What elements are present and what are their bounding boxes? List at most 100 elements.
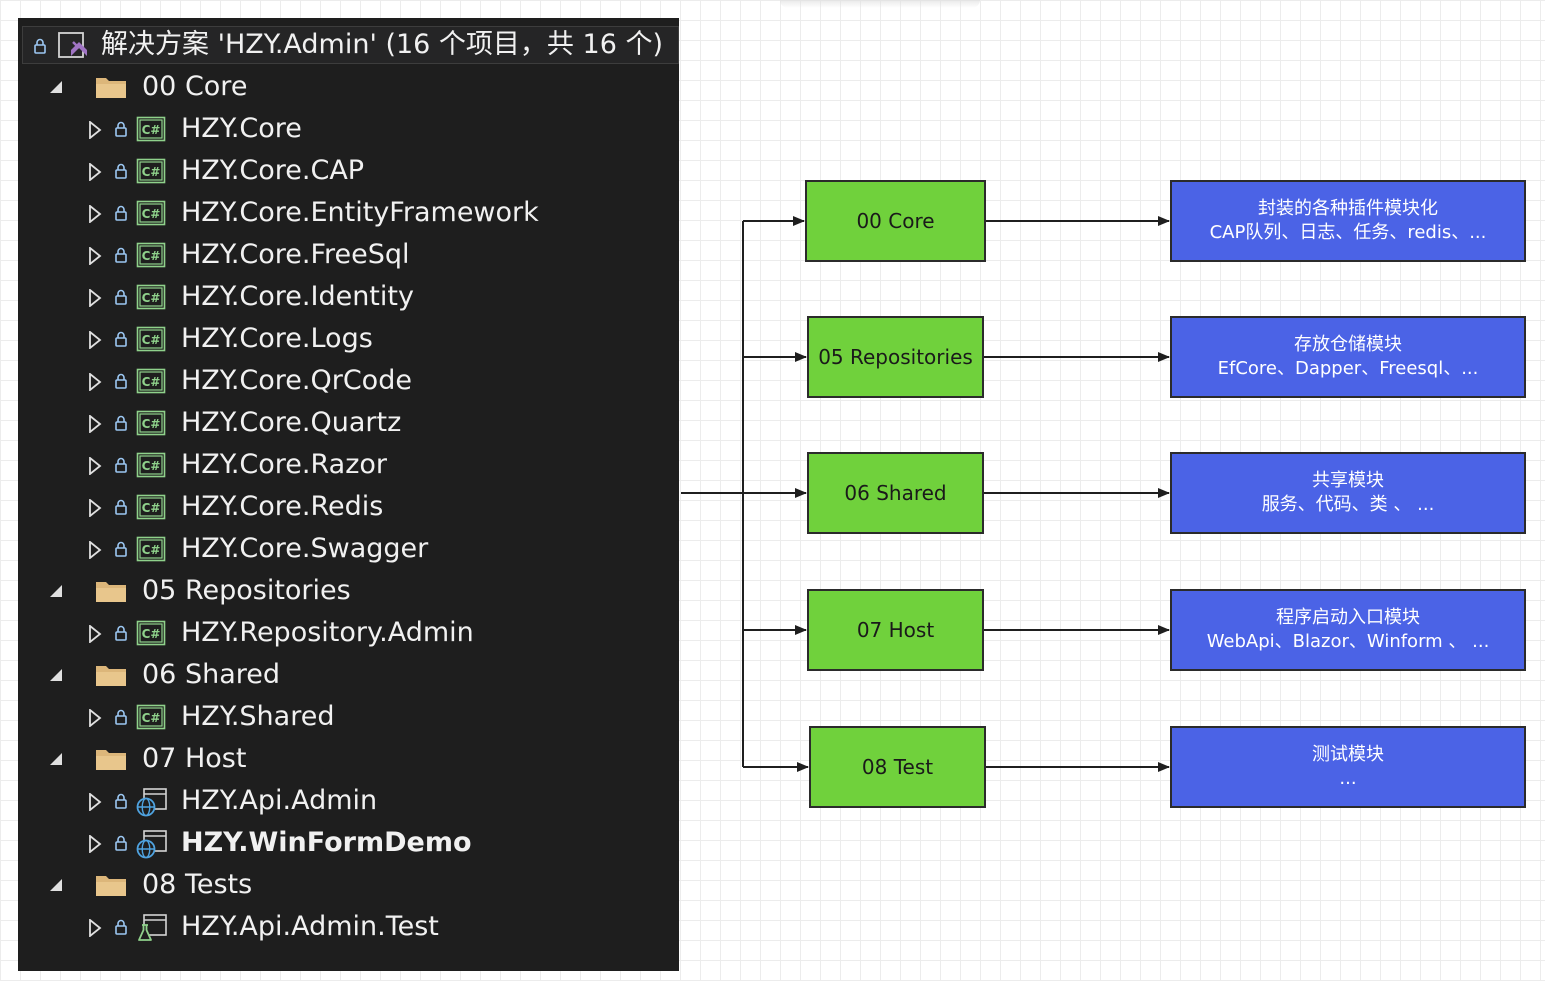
folder-label: 07 Host — [142, 743, 247, 774]
tree-project-row[interactable]: C#HZY.Core.CAP — [18, 150, 679, 192]
svg-text:C#: C# — [142, 333, 161, 347]
collapse-arrow-icon[interactable] — [88, 192, 108, 234]
tree-project-row[interactable]: C# HZY.Core.Logs — [18, 318, 679, 360]
project-label: HZY.Api.Admin.Test — [181, 911, 439, 942]
project-label: HZY.Repository.Admin — [181, 617, 474, 648]
test-description-line2: ... — [1339, 768, 1357, 789]
collapse-arrow-icon[interactable] — [88, 108, 108, 150]
svg-text:C#: C# — [142, 249, 161, 263]
tree-folder-row[interactable]: 05 Repositories — [18, 570, 679, 612]
solution-title: 解决方案 'HZY.Admin' (16 个项目，共 16 个) — [101, 29, 663, 60]
solution-explorer: 解决方案 'HZY.Admin' (16 个项目，共 16 个) 00 Core… — [18, 18, 679, 971]
core-description-node[interactable]: 封装的各种插件模块化 CAP队列、日志、任务、redis、... — [1170, 180, 1526, 262]
svg-text:C#: C# — [142, 375, 161, 389]
expand-arrow-icon[interactable] — [48, 570, 68, 612]
tree-project-row[interactable]: C#HZY.Core.Quartz — [18, 402, 679, 444]
tree-folder-row[interactable]: 07 Host — [18, 738, 679, 780]
svg-text:C#: C# — [142, 165, 161, 179]
expand-arrow-icon[interactable] — [48, 654, 68, 696]
top-shadow — [780, 0, 980, 8]
collapse-arrow-icon[interactable] — [88, 612, 108, 654]
module-shared-node[interactable]: 06 Shared — [807, 452, 984, 534]
lock-icon — [114, 486, 130, 528]
test-description-node[interactable]: 测试模块 ... — [1170, 726, 1526, 808]
collapse-arrow-icon[interactable] — [88, 402, 108, 444]
lock-icon — [114, 402, 130, 444]
repositories-description-line2: EfCore、Dapper、Freesql、... — [1217, 358, 1479, 379]
repositories-description-line1: 存放仓储模块 — [1294, 334, 1402, 355]
module-test-node[interactable]: 08 Test — [809, 726, 986, 808]
lock-icon — [114, 906, 130, 948]
folder-icon — [94, 864, 126, 906]
svg-text:C#: C# — [142, 711, 161, 725]
collapse-arrow-icon[interactable] — [88, 486, 108, 528]
shared-description-node[interactable]: 共享模块 服务、代码、类 、 ... — [1170, 452, 1526, 534]
lock-icon — [114, 192, 130, 234]
lock-icon — [114, 276, 130, 318]
project-label: HZY.Core.Logs — [181, 323, 373, 354]
tree-project-row[interactable]: C#HZY.Core.Swagger — [18, 528, 679, 570]
csharp-project-icon: C# — [136, 276, 168, 318]
collapse-arrow-icon[interactable] — [88, 360, 108, 402]
tree-folder-row[interactable]: 08 Tests — [18, 864, 679, 906]
lock-icon — [114, 696, 130, 738]
csharp-project-icon: C# — [136, 318, 168, 360]
svg-text:C#: C# — [142, 543, 161, 557]
module-repositories-label: 05 Repositories — [818, 345, 973, 369]
tree-project-row[interactable]: C# HZY.Repository.Admin — [18, 612, 679, 654]
module-core-node[interactable]: 00 Core — [805, 180, 986, 262]
module-host-label: 07 Host — [856, 618, 935, 642]
csharp-project-icon: C# — [136, 696, 168, 738]
collapse-arrow-icon[interactable] — [88, 780, 108, 822]
tree-project-row[interactable]: C#HZY.Core.EntityFramework — [18, 192, 679, 234]
module-shared-label: 06 Shared — [844, 481, 947, 505]
module-repositories-node[interactable]: 05 Repositories — [807, 316, 984, 398]
collapse-arrow-icon[interactable] — [88, 234, 108, 276]
shared-description-line1: 共享模块 — [1312, 470, 1384, 491]
collapse-arrow-icon[interactable] — [88, 150, 108, 192]
folder-icon — [94, 654, 126, 696]
expand-arrow-icon[interactable] — [48, 66, 68, 108]
tree-folder-row[interactable]: 00 Core — [18, 66, 679, 108]
tree-project-row[interactable]: C#HZY.Shared — [18, 696, 679, 738]
tree-project-row[interactable]: C#HZY.Core.Razor — [18, 444, 679, 486]
tree-project-row[interactable]: C#HZY.Core.Redis — [18, 486, 679, 528]
folder-label: 05 Repositories — [142, 575, 351, 606]
collapse-arrow-icon[interactable] — [88, 444, 108, 486]
expand-arrow-icon[interactable] — [48, 864, 68, 906]
tree-project-row[interactable]: HZY.WinFormDemo — [18, 822, 679, 864]
module-core-label: 00 Core — [856, 209, 935, 233]
collapse-arrow-icon[interactable] — [88, 528, 108, 570]
lock-icon — [114, 528, 130, 570]
csharp-project-icon: C# — [136, 486, 168, 528]
expand-arrow-icon[interactable] — [48, 738, 68, 780]
lock-icon — [114, 612, 130, 654]
folder-label: 06 Shared — [142, 659, 280, 690]
host-description-line1: 程序启动入口模块 — [1276, 607, 1420, 628]
tree-project-row[interactable]: C#HZY.Core.FreeSql — [18, 234, 679, 276]
tree-project-row[interactable]: C#HZY.Core — [18, 108, 679, 150]
tree-project-row[interactable]: HZY.Api.Admin — [18, 780, 679, 822]
svg-text:C#: C# — [142, 627, 161, 641]
collapse-arrow-icon[interactable] — [88, 822, 108, 864]
folder-label: 00 Core — [142, 71, 248, 102]
core-description-line2: CAP队列、日志、任务、redis、... — [1209, 222, 1487, 243]
tree-project-row[interactable]: HZY.Api.Admin.Test — [18, 906, 679, 948]
collapse-arrow-icon[interactable] — [88, 906, 108, 948]
tree-project-row[interactable]: C#HZY.Core.QrCode — [18, 360, 679, 402]
web-project-icon — [136, 780, 168, 822]
project-label: HZY.Core.Quartz — [181, 407, 402, 438]
folder-label: 08 Tests — [142, 869, 253, 900]
collapse-arrow-icon[interactable] — [88, 276, 108, 318]
collapse-arrow-icon[interactable] — [88, 318, 108, 360]
tree-folder-row[interactable]: 06 Shared — [18, 654, 679, 696]
module-host-node[interactable]: 07 Host — [807, 589, 984, 671]
collapse-arrow-icon[interactable] — [88, 696, 108, 738]
csharp-project-icon: C# — [136, 612, 168, 654]
solution-root-row[interactable]: 解决方案 'HZY.Admin' (16 个项目，共 16 个) — [22, 26, 679, 64]
csharp-project-icon: C# — [136, 360, 168, 402]
repositories-description-node[interactable]: 存放仓储模块 EfCore、Dapper、Freesql、... — [1170, 316, 1526, 398]
host-description-node[interactable]: 程序启动入口模块 WebApi、Blazor、Winform 、 ... — [1170, 589, 1526, 671]
tree-project-row[interactable]: C#HZY.Core.Identity — [18, 276, 679, 318]
